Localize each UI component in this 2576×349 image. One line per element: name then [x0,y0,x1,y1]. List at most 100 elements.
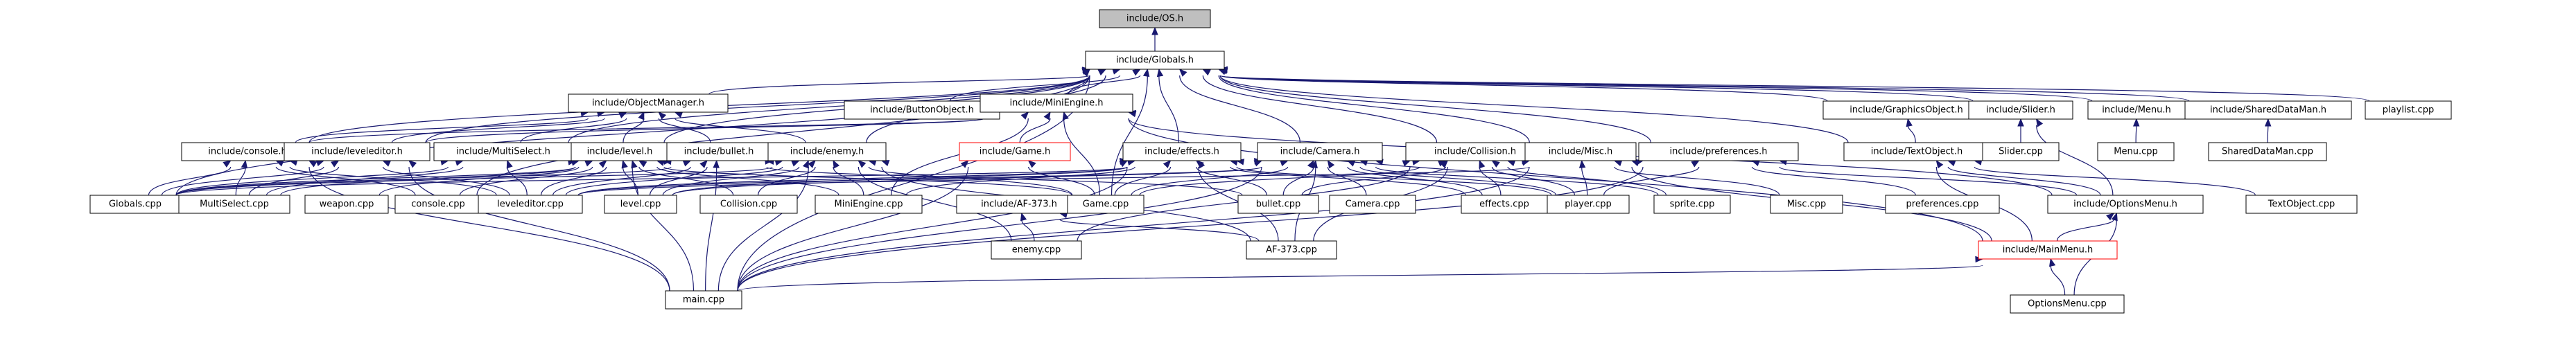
node-af373-cpp[interactable]: AF-373.cpp [1246,240,1337,260]
edge-misc_h-to-player_cpp [1581,166,1588,196]
node-label-globals-cpp: Globals.cpp [109,199,162,210]
node-optionsmenu-cpp[interactable]: OptionsMenu.cpp [2010,294,2125,314]
edge-arrowhead-effects_h-to-main_cpp [1119,160,1129,168]
node-playlist-cpp[interactable]: playlist.cpp [2365,100,2452,120]
edge-arrowhead-collision_h-to-player_cpp [1491,160,1500,168]
node-label-menu-cpp: Menu.cpp [2114,147,2157,157]
node-miniengine-h[interactable]: include/MiniEngine.h [980,93,1133,113]
node-box-sprite-cpp [1653,195,1731,214]
node-label-bullet-h: include/bullet.h [684,147,754,157]
node-bullet-h[interactable]: include/bullet.h [666,142,772,161]
edge-arrowhead-collision_h-to-af373_cpp [1440,160,1449,168]
node-shareddataman-cpp[interactable]: SharedDataMan.cpp [2208,142,2327,161]
node-box-globals-h [1085,51,1225,70]
node-box-os [1099,9,1211,28]
node-label-graphicsobj: include/GraphicsObject.h [1850,105,1963,116]
node-box-game-cpp [1067,195,1145,214]
edge-console_h-to-console_cpp [275,166,416,196]
node-slider-cpp[interactable]: Slider.cpp [1982,142,2060,161]
node-label-camera-cpp: Camera.cpp [1346,199,1400,210]
node-sprite-cpp[interactable]: sprite.cpp [1653,195,1731,214]
node-box-miniengine-cpp [815,195,923,214]
node-main-cpp[interactable]: main.cpp [665,290,742,310]
edge-arrowhead-objmgr-to-level_h [638,111,645,120]
node-box-multiselect-h [433,142,573,161]
edge-arrowhead-console_h-to-globals_cpp [223,160,232,168]
node-mainmenu-h[interactable]: include/MainMenu.h [1978,240,2118,260]
node-slider-h[interactable]: include/Slider.h [1968,100,2073,120]
node-menu-cpp[interactable]: Menu.cpp [2097,142,2175,161]
edge-arrowhead-globals_h-to-miniengine_h [1132,69,1141,76]
node-game-h[interactable]: include/Game.h [959,142,1071,161]
node-enemy-cpp[interactable]: enemy.cpp [991,240,1082,260]
edge-objmgr-to-multiselect_h [520,118,627,143]
node-textobject-h[interactable]: include/TextObject.h [1843,142,1990,161]
edge-multiselect_h-to-globals_cpp [175,166,449,196]
node-prefs-h[interactable]: include/preferences.h [1638,142,1799,161]
node-box-main-cpp [665,290,742,310]
node-box-enemy-h [767,142,887,161]
node-buttonobj[interactable]: include/ButtonObject.h [844,100,1000,120]
node-graphicsobj[interactable]: include/GraphicsObject.h [1822,100,1990,120]
node-textobject-cpp[interactable]: TextObject.cpp [2245,195,2358,214]
edge-arrowhead-mainmenu_h-to-optionsmenu_cpp [2048,258,2056,267]
edge-arrowhead-level_h-to-level_cpp [621,159,628,169]
node-collision-cpp[interactable]: Collision.cpp [699,195,798,214]
node-label-af373-cpp: AF-373.cpp [1266,245,1317,256]
node-game-cpp[interactable]: Game.cpp [1067,195,1145,214]
node-menu-h[interactable]: include/Menu.h [2087,100,2186,120]
edge-arrowhead-level_h-to-leveleditor_cpp [598,160,607,168]
node-box-slider-cpp [1982,142,2060,161]
node-label-optionsmenu-cpp: OptionsMenu.cpp [2028,299,2107,310]
edge-objmgr-to-enemy_h [675,118,806,143]
node-objmgr[interactable]: include/ObjectManager.h [568,93,729,113]
node-collision-h[interactable]: include/Collision.h [1405,142,1545,161]
edge-arrowhead-graphicsobj-to-textobject_h [1906,118,1913,127]
node-label-level-cpp: level.cpp [620,199,661,210]
edge-arrowhead-enemy_h-to-main_cpp [802,159,809,169]
node-optionsmenu-h[interactable]: include/OptionsMenu.h [2047,195,2204,214]
edge-arrowhead-game_h-to-game_cpp [1027,160,1036,168]
node-box-textobject-cpp [2245,195,2358,214]
node-label-slider-cpp: Slider.cpp [1999,147,2043,157]
edge-globals_h-to-misc_h [1218,75,1530,143]
edge-multiselect_h-to-leveleditor_cpp [507,166,528,196]
node-misc-h[interactable]: include/Misc.h [1524,142,1637,161]
edge-leveleditor_h-to-main_cpp [408,166,670,292]
node-multiselect-h[interactable]: include/MultiSelect.h [433,142,573,161]
node-camera-h[interactable]: include/Camera.h [1257,142,1383,161]
node-label-menu-h: include/Menu.h [2102,105,2171,116]
node-weapon-cpp[interactable]: weapon.cpp [304,195,389,214]
node-preferences-cpp[interactable]: preferences.cpp [1885,195,2000,214]
edge-arrowhead-camera_h-to-af373_cpp [1311,159,1318,169]
node-camera-cpp[interactable]: Camera.cpp [1329,195,1416,214]
node-shareddataman-h[interactable]: include/SharedDataMan.h [2184,100,2352,120]
node-label-multiselect-h: include/MultiSelect.h [456,147,550,157]
edge-graphicsobj-to-textobject_h [1907,125,1916,143]
node-box-camera-cpp [1329,195,1416,214]
node-console-cpp[interactable]: console.cpp [394,195,482,214]
node-leveleditor-h[interactable]: include/leveleditor.h [284,142,430,161]
edge-arrowhead-optionsmenu_h-to-mainmenu_h [2106,213,2115,221]
node-level-h[interactable]: include/level.h [571,142,669,161]
edge-arrowhead-level_h-to-collision_cpp [638,160,647,168]
node-label-camera-h: include/Camera.h [1280,147,1360,157]
node-player-cpp[interactable]: player.cpp [1547,195,1630,214]
node-effects-cpp[interactable]: effects.cpp [1461,195,1548,214]
node-box-multiselect-cpp [178,195,290,214]
edge-globals_h-to-objmgr [708,75,1090,95]
node-globals-cpp[interactable]: Globals.cpp [89,195,181,214]
edge-mainmenu_h-to-main_cpp [737,265,1983,292]
node-leveleditor-cpp[interactable]: leveleditor.cpp [478,195,583,214]
edge-level_h-to-miniengine_cpp [656,166,839,196]
node-level-cpp[interactable]: level.cpp [604,195,677,214]
node-af373-h[interactable]: include/AF-373.h [956,195,1082,214]
node-miniengine-cpp[interactable]: MiniEngine.cpp [815,195,923,214]
node-enemy-h[interactable]: include/enemy.h [767,142,887,161]
node-globals-h[interactable]: include/Globals.h [1085,51,1225,70]
node-bullet-cpp[interactable]: bullet.cpp [1237,195,1319,214]
node-effects-h[interactable]: include/effects.h [1122,142,1242,161]
node-multiselect-cpp[interactable]: MultiSelect.cpp [178,195,290,214]
node-misc-cpp[interactable]: Misc.cpp [1770,195,1843,214]
